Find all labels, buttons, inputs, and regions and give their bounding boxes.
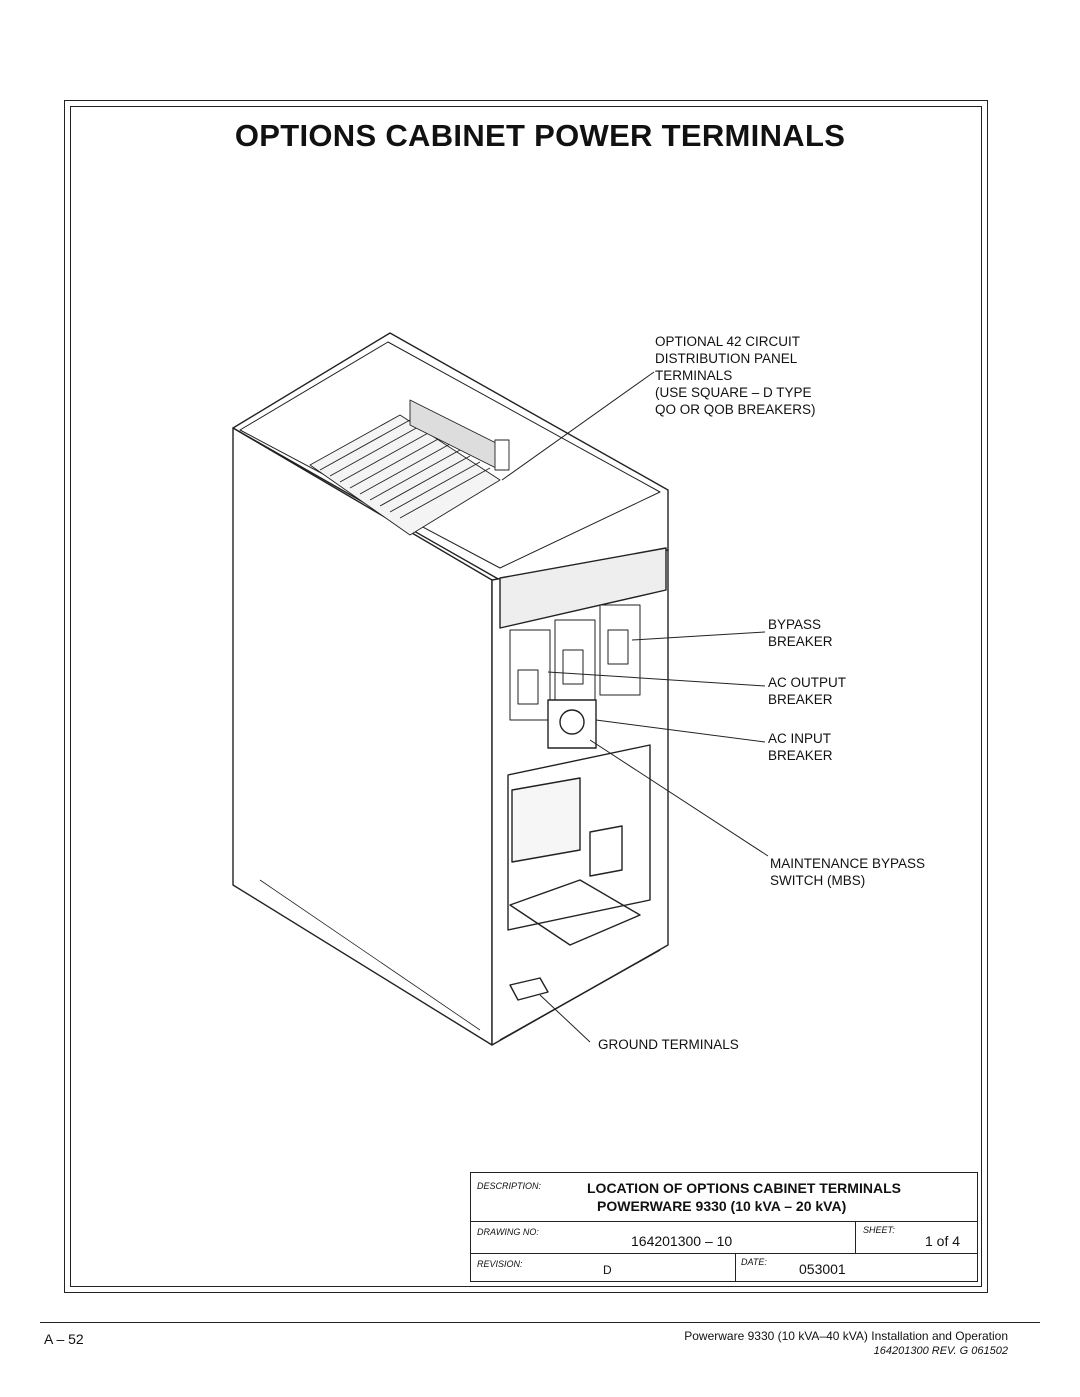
revision-value: D — [603, 1263, 612, 1277]
callout-maintenance-bypass-switch: MAINTENANCE BYPASS SWITCH (MBS) — [770, 856, 926, 888]
drawing-no-caption: DRAWING NO: — [477, 1227, 539, 1237]
date-value: 053001 — [799, 1261, 846, 1277]
description-line-2: POWERWARE 9330 (10 kVA – 20 kVA) — [597, 1198, 847, 1214]
revision-caption: REVISION: — [477, 1259, 523, 1269]
description-line-1: LOCATION OF OPTIONS CABINET TERMINALS — [587, 1180, 901, 1196]
drawing-number: 164201300 – 10 — [631, 1233, 733, 1249]
page-number: A – 52 — [44, 1331, 84, 1347]
manual-title: Powerware 9330 (10 kVA–40 kVA) Installat… — [684, 1329, 1008, 1343]
description-caption: DESCRIPTION: — [477, 1181, 542, 1191]
callout-ac-output-breaker: AC OUTPUT BREAKER — [768, 675, 847, 707]
callout-ac-input-breaker: AC INPUT BREAKER — [768, 731, 833, 763]
title-block: DESCRIPTION: LOCATION OF OPTIONS CABINET… — [470, 1172, 978, 1282]
drawing-border-inner — [70, 106, 982, 1287]
title-block-description-row: DESCRIPTION: LOCATION OF OPTIONS CABINET… — [471, 1173, 977, 1222]
drawing-border-outer — [64, 100, 988, 1293]
callout-ground-terminals: GROUND TERMINALS — [598, 1037, 739, 1052]
date-caption: DATE: — [741, 1257, 767, 1267]
title-block-divider — [855, 1221, 856, 1253]
page-title: OPTIONS CABINET POWER TERMINALS — [234, 118, 846, 153]
sheet-number: 1 of 4 — [925, 1233, 961, 1249]
title-block-drawing-row: DRAWING NO: 164201300 – 10 SHEET: 1 of 4 — [471, 1221, 977, 1254]
footer-rule — [40, 1322, 1040, 1323]
doc-reference: 164201300 REV. G 061502 — [873, 1345, 1008, 1357]
title-block-revision-row: REVISION: D DATE: 053001 — [471, 1253, 977, 1281]
sheet-caption: SHEET: — [863, 1225, 895, 1235]
callout-bypass-breaker: BYPASS BREAKER — [768, 617, 833, 649]
callout-distribution-panel: OPTIONAL 42 CIRCUIT DISTRIBUTION PANEL T… — [655, 334, 816, 417]
title-block-divider — [735, 1253, 736, 1281]
